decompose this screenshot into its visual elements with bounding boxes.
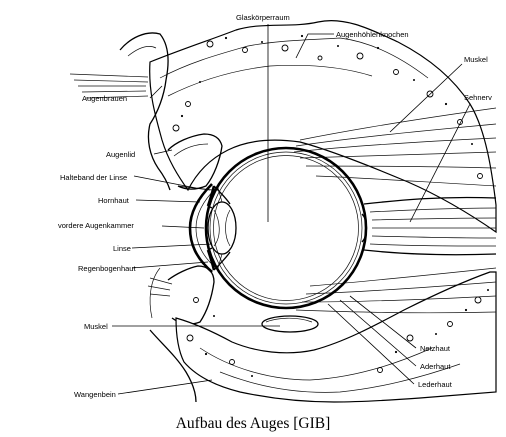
label-regenbogenhaut: Regenbogenhaut [78,264,136,273]
label-halteband: Halteband der Linse [60,173,127,182]
label-glaskoerperraum: Glaskörperraum [236,13,290,22]
label-hornhaut: Hornhaut [98,196,130,205]
label-aderhaut: Aderhaut [420,362,451,371]
iris [208,186,214,270]
orbital-bone-upper [150,21,496,232]
label-augenlid: Augenlid [106,150,135,159]
lower-eyelid [148,266,214,324]
figure-caption: Aufbau des Auges [GIB] [176,415,331,432]
ciliary-body [214,186,230,270]
lens [208,202,236,254]
label-sehnerv: Sehnerv [464,93,492,102]
label-linse: Linse [113,244,131,253]
label-muskel-bottom: Muskel [84,322,108,331]
label-vordere-augenkammer: vordere Augenkammer [58,221,134,230]
label-augenhoehlenknochen: Augenhöhlenknochen [336,30,409,39]
label-wangenbein: Wangenbein [74,390,116,399]
label-netzhaut: Netzhaut [420,344,451,353]
label-lederhaut: Lederhaut [418,380,453,389]
label-muskel-top: Muskel [464,55,488,64]
label-augenbrauen: Augenbrauen [82,94,127,103]
eyeball [206,148,367,308]
